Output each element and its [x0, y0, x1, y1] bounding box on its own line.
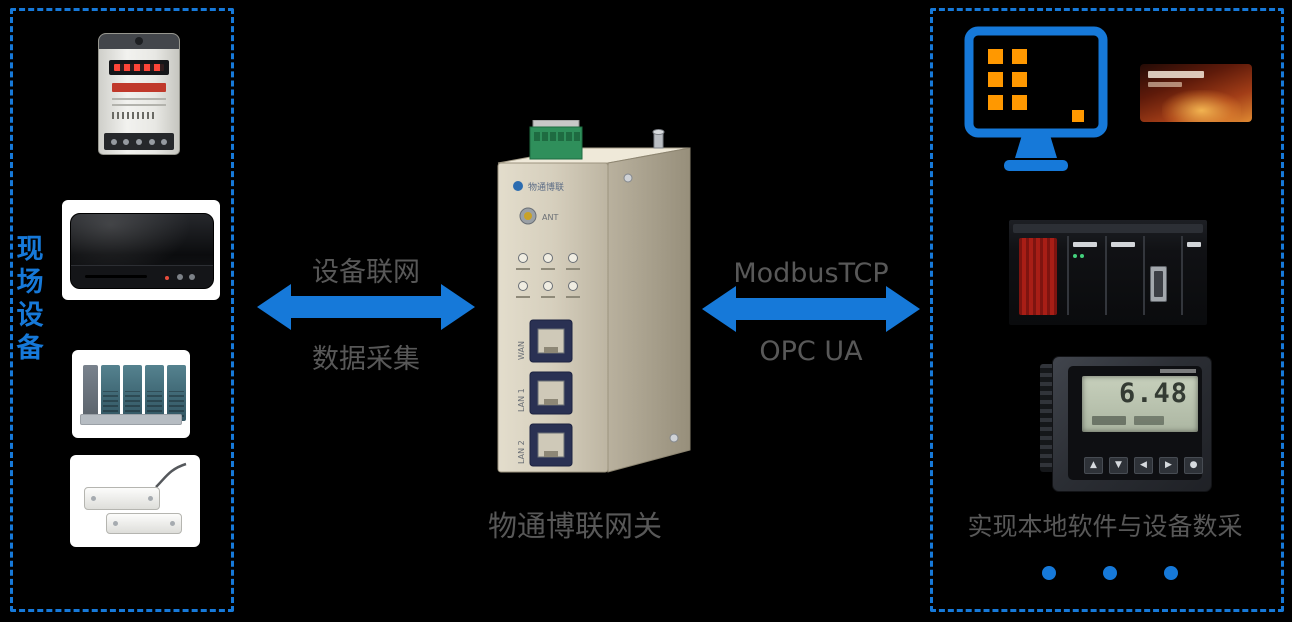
plc-red-module: [1019, 238, 1057, 315]
local-software-panel: [930, 8, 1284, 612]
ant-label: ANT: [542, 213, 558, 222]
wan-port: WAN: [517, 319, 573, 363]
button-right-icon: ▶: [1159, 457, 1178, 474]
green-terminal-block: [529, 126, 583, 160]
box-title-mark: [1148, 71, 1204, 78]
module-label: [1111, 242, 1135, 247]
meter-buttons: ▲ ▼ ◀ ▶ ●: [1084, 457, 1203, 474]
right-panel-caption: 实现本地软件与设备数采: [967, 512, 1243, 541]
button-enter-icon: ●: [1184, 457, 1203, 474]
gateway-side-face: [607, 147, 691, 473]
plc-cpu-module: [83, 365, 98, 421]
software-monitor-icon: [964, 26, 1108, 171]
plc-modules-photo: [72, 350, 190, 438]
gateway-logo-icon: [513, 181, 523, 191]
right-link-top-label: ModbusTCP: [733, 258, 889, 289]
recorder-slot: [85, 275, 147, 278]
bidirectional-arrow-icon: [257, 284, 475, 330]
field-devices-panel: [10, 8, 234, 612]
data-recorder-photo: [62, 200, 220, 300]
plc-io-module: [101, 365, 120, 421]
terminal-screw: [123, 138, 130, 145]
dot: [1103, 566, 1117, 580]
right-link-bottom-label: OPC UA: [759, 336, 863, 367]
door-sensor-photo: [70, 455, 200, 547]
sensor-wire: [155, 462, 187, 488]
sensor-bar-main: [84, 487, 160, 510]
lan1-port-label: LAN 1: [517, 388, 526, 412]
recorder-button: [189, 274, 195, 280]
field-devices-label: 现场设备: [16, 234, 44, 364]
recorder-front-panel: [71, 265, 213, 288]
button-up-icon: ▲: [1084, 457, 1103, 474]
meter-top-cap: [99, 34, 179, 49]
module-seam: [1181, 236, 1183, 315]
panel-meter-photo: 6.48 ▲ ▼ ◀ ▶ ●: [1040, 356, 1212, 492]
dot: [1164, 566, 1178, 580]
terminal-screw: [148, 138, 155, 145]
module-label: [1073, 242, 1097, 247]
electric-meter-photo: [98, 33, 180, 155]
meter-rule: [112, 104, 166, 106]
scada-software-box-photo: [1140, 64, 1252, 122]
lcd-sub-reading: [1134, 416, 1164, 425]
screw: [623, 173, 633, 183]
meter-led-display: [109, 60, 169, 75]
rack-plc-photo: [1008, 214, 1208, 332]
monitor-stand: [1015, 135, 1057, 158]
module-label: [1187, 242, 1201, 247]
meter-barcode: [112, 112, 154, 119]
screw: [669, 433, 679, 443]
ellipsis-dots: [1042, 566, 1178, 580]
dsub-connector: [1150, 266, 1167, 302]
left-link-bottom-label: 数据采集: [312, 344, 420, 375]
meter-label-strip: [112, 83, 166, 92]
recorder-led: [165, 276, 169, 280]
gateway-device-photo: 物通博联 ANT WAN LAN 1: [497, 120, 691, 473]
status-led: [1073, 254, 1077, 258]
plc-top-rail: [1013, 224, 1203, 233]
plc-io-module: [145, 365, 164, 421]
plc-io-module: [123, 365, 142, 421]
meter-red-digits: [114, 64, 164, 71]
module-seam: [1067, 236, 1069, 315]
monitor-base: [1004, 160, 1068, 171]
wan-port-label: WAN: [517, 341, 526, 360]
box-subtitle-mark: [1148, 82, 1182, 87]
terminal-screw: [135, 138, 142, 145]
module-seam: [1143, 236, 1145, 315]
gateway-caption: 物通博联网关: [487, 509, 662, 543]
button-left-icon: ◀: [1134, 457, 1153, 474]
gateway-brand-text: 物通博联: [528, 181, 564, 193]
recorder-body: [70, 213, 214, 289]
meter-brand-mark: [1160, 369, 1196, 373]
terminal-screw: [161, 138, 168, 145]
software-menu-squares: [988, 49, 1084, 122]
lcd-sub-reading: [1092, 416, 1126, 425]
status-led: [1080, 254, 1084, 258]
dot: [1042, 566, 1056, 580]
left-link-top-label: 设备联网: [312, 257, 420, 288]
terminal-screw: [110, 138, 117, 145]
plc-chassis: [1008, 219, 1208, 326]
meter-rule: [112, 98, 166, 100]
lan2-port-label: LAN 2: [517, 440, 526, 464]
led-indicators: [516, 253, 580, 298]
meter-terminals: [104, 133, 174, 150]
plc-module-row: [83, 365, 186, 421]
bidirectional-arrow-icon: [702, 286, 920, 332]
plc-din-rail: [80, 414, 182, 425]
plc-io-module: [167, 365, 186, 421]
sensor-bar-magnet: [106, 513, 182, 534]
button-down-icon: ▼: [1109, 457, 1128, 474]
gateway-front-face: [497, 162, 609, 473]
box-art-glow: [1162, 90, 1241, 122]
module-seam: [1105, 236, 1107, 315]
lcd-main-reading: 6.48: [1118, 378, 1188, 409]
lan1-port: LAN 1: [517, 371, 573, 415]
meter-lcd: 6.48: [1082, 376, 1198, 432]
recorder-button: [177, 274, 183, 280]
lan2-port: LAN 2: [517, 423, 573, 467]
